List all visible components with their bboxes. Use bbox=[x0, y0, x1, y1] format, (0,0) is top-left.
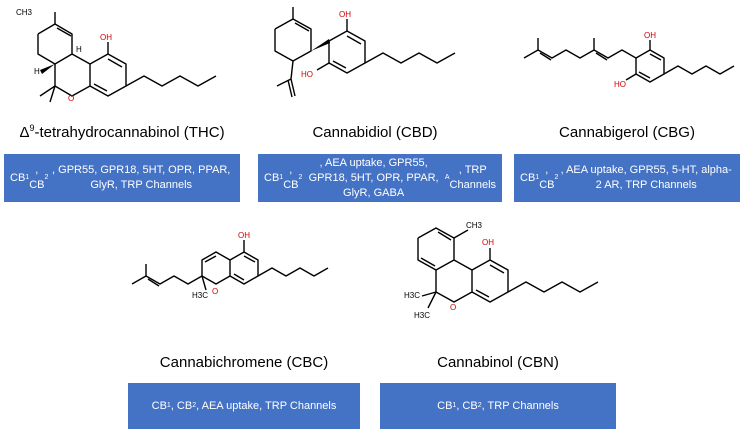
thc-ch3-label: CH3 bbox=[16, 8, 33, 17]
cbg-structure: OH HO bbox=[520, 20, 740, 100]
cbd-name: Cannabidiol (CBD) bbox=[312, 124, 438, 141]
cbn-h3c-label-2: H3C bbox=[414, 311, 430, 320]
cbn-h3c-label: H3C bbox=[404, 291, 420, 300]
thc-h-label-2: H bbox=[34, 67, 40, 76]
cbd-oh-label: OH bbox=[339, 10, 351, 19]
cbc-ch3-label: H3C bbox=[192, 291, 208, 300]
cbc-name: Cannabichromene (CBC) bbox=[159, 354, 329, 371]
cbg-structure-svg: OH HO bbox=[523, 31, 735, 89]
cbn-ch3-label: CH3 bbox=[466, 221, 483, 230]
cbc-oh-label: OH bbox=[238, 231, 250, 240]
cbd-ho-label: HO bbox=[301, 70, 313, 79]
thc-structure-svg: CH3 OH O H H bbox=[16, 8, 217, 103]
cbn-structure-svg: CH3 OH O H3C H3C bbox=[404, 221, 599, 320]
cbd-structure: OH HO bbox=[255, 4, 485, 109]
thc-name-prefix: Δ bbox=[19, 124, 30, 141]
thc-structure: CH3 OH O H H bbox=[10, 4, 240, 109]
thc-name-superscript: 9 bbox=[29, 123, 35, 133]
cbn-o-label: O bbox=[450, 303, 456, 312]
thc-o-label: O bbox=[68, 94, 74, 103]
cbc-o-label: O bbox=[212, 287, 218, 296]
thc-name: Δ9-tetrahydrocannabinol (THC) bbox=[0, 123, 244, 142]
cbd-structure-svg: OH HO bbox=[274, 7, 456, 98]
cbn-oh-label: OH bbox=[482, 238, 494, 247]
cbg-oh-label: OH bbox=[644, 31, 656, 40]
cbc-structure-svg: OH O H3C bbox=[131, 231, 329, 300]
cbg-ho-label: HO bbox=[614, 80, 626, 89]
thc-h-label: H bbox=[76, 45, 82, 54]
cbg-name: Cannabigerol (CBG) bbox=[559, 124, 695, 141]
thc-name-rest: -tetrahydrocannabinol (THC) bbox=[34, 124, 225, 141]
cbn-structure: CH3 OH O H3C H3C bbox=[380, 208, 640, 343]
thc-oh-label: OH bbox=[100, 33, 112, 42]
cbn-name: Cannabinol (CBN) bbox=[437, 354, 559, 371]
cbc-structure: OH O H3C bbox=[128, 218, 358, 318]
